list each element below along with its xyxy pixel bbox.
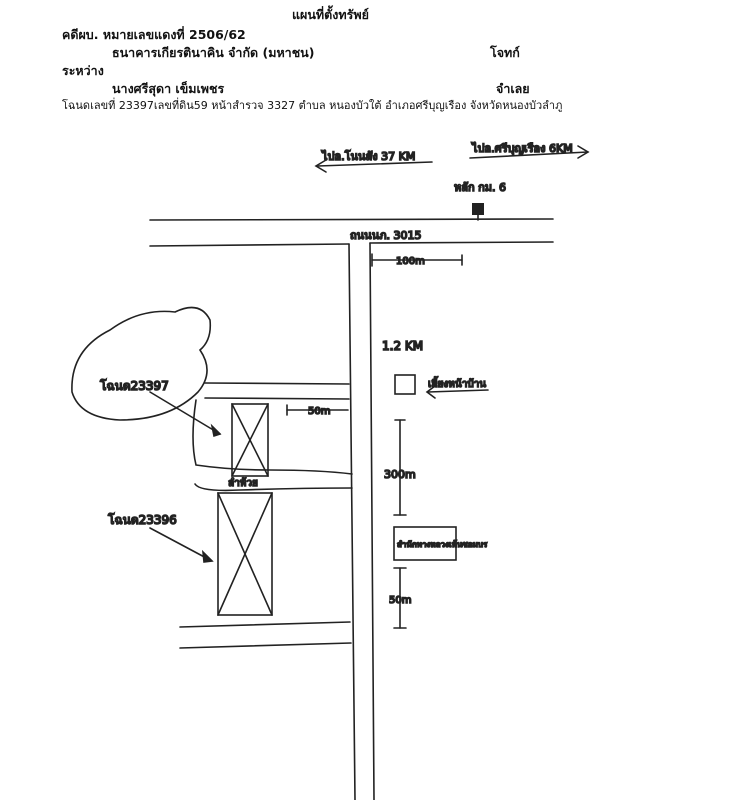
deed-description: โฉนดเลขที่ 23397เลขที่ดิน59 หน้าสำรวจ 33…	[62, 99, 563, 112]
plot-23396-pointer	[149, 527, 214, 563]
dimension-100m-label: 100m	[396, 256, 425, 267]
dimension-300m-label: 300m	[384, 468, 416, 481]
landmark-2-label: สำนักทางหลวงเห้นซอมบร	[397, 540, 488, 549]
landmark-1-label: เลี้ยงหน้าบ้าน	[428, 376, 486, 390]
highway-bottom-edge-right	[369, 241, 554, 244]
highway-top-edge	[149, 218, 554, 221]
highway-bottom-edge-left	[149, 243, 350, 247]
soi-upper-bottom	[204, 397, 350, 400]
between-label: ระหว่าง	[62, 63, 104, 78]
direction-left-label: ไปอ.โนนสัง 37 KM	[321, 149, 415, 163]
direction-left-arrow	[314, 159, 433, 173]
case-number: คดีผบ. หมายเลขแดงที่ 2506/62	[62, 27, 246, 42]
dimension-50m-lower-label: 50m	[389, 595, 411, 606]
dimension-1-2km-label: 1.2 KM	[382, 339, 423, 353]
plot-23396-parcel	[217, 492, 273, 616]
plaintiff-name: ธนาคารเกียรตินาคิน จำกัด (มหาชน)	[112, 45, 315, 60]
defendant-name: นางศรีสุดา เข็มเพชร	[112, 81, 225, 96]
plot-23397-label: โฉนด23397	[100, 379, 169, 393]
dimension-100m-line	[371, 253, 463, 267]
landmark-1-marker	[394, 374, 416, 395]
highway-label: ถนนนภ. 3015	[350, 229, 421, 242]
km-post-label: หลัก กม. 6	[454, 181, 506, 194]
direction-right-label: ไปอ.ศรีบุญเรือง 6KM	[471, 142, 573, 155]
landmark-1-arrow	[425, 385, 489, 399]
direction-right-arrow	[469, 145, 590, 159]
plaintiff-role: โจทก์	[490, 45, 520, 60]
side-road-right-edge	[369, 242, 375, 800]
creek-bottom	[194, 483, 353, 492]
dimension-50m-plot-label: 50m	[308, 406, 330, 417]
soi-lower-bottom	[179, 642, 352, 649]
plot-23397-parcel	[231, 403, 269, 477]
page-title: แผนที่ตั้งทรัพย์	[292, 7, 369, 22]
plot-23396-label: โฉนด23396	[108, 513, 177, 527]
km-post-icon	[472, 203, 484, 221]
creek-label: ลำห้วย	[228, 477, 258, 489]
dimension-300m-line	[393, 419, 407, 516]
plot-23397-pointer	[149, 391, 222, 438]
dimension-50m-lower-line	[393, 567, 407, 629]
soi-upper-top	[204, 382, 350, 385]
landmark-2-box	[393, 526, 457, 561]
callout-cloud	[71, 306, 212, 421]
soi-lower-top	[179, 621, 351, 628]
side-road-left-edge	[348, 243, 356, 800]
dimension-50m-plot-line	[286, 404, 349, 416]
defendant-role: จำเลย	[496, 81, 530, 96]
